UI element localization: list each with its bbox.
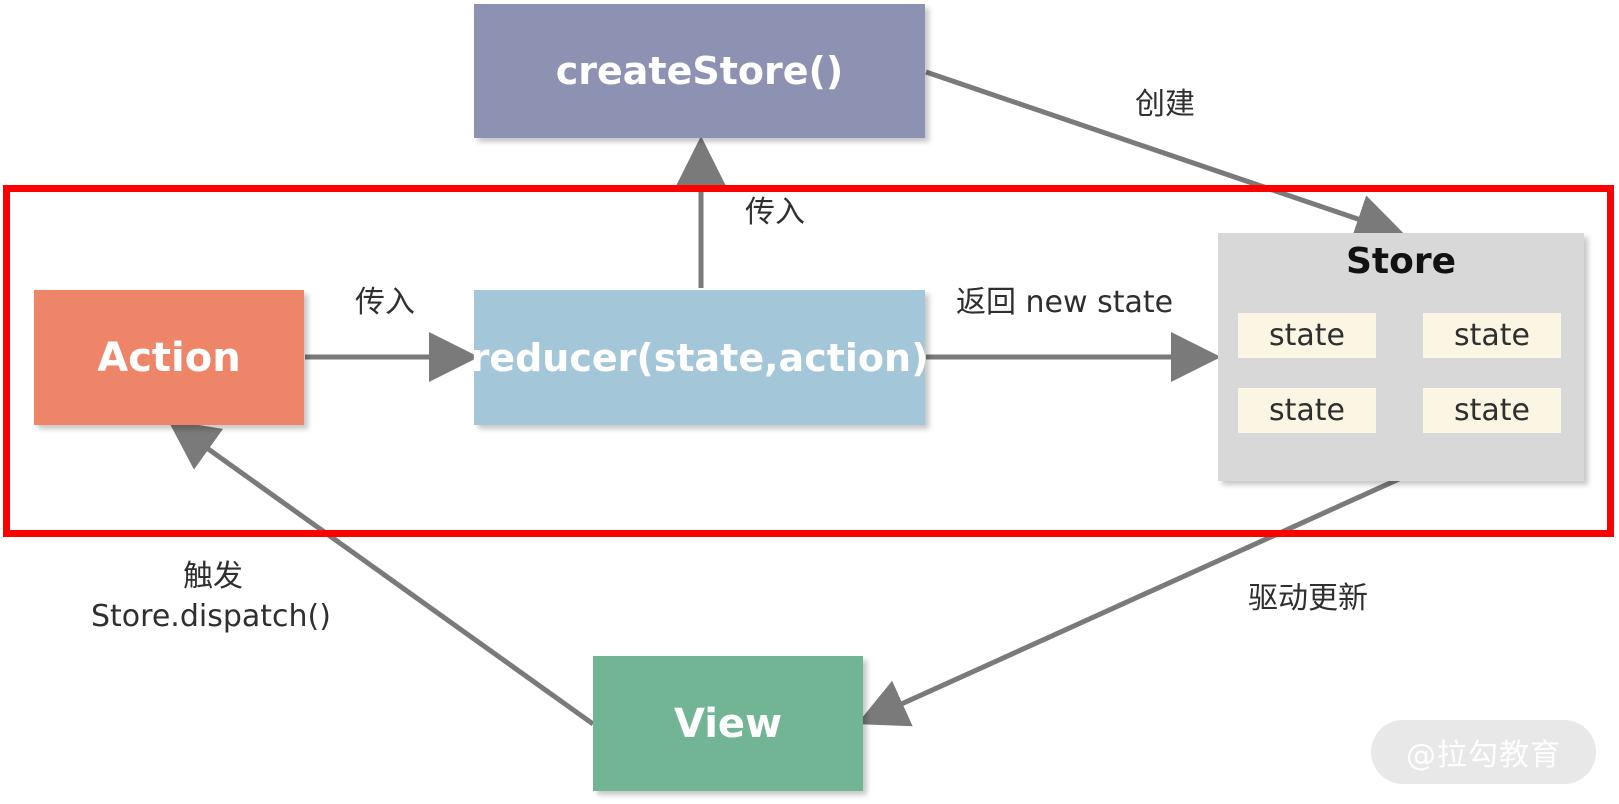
state-cell: state (1423, 313, 1561, 358)
pass-right-edge-label: 传入 (355, 285, 415, 320)
trigger-edge-label-line1: 触发 (183, 559, 243, 594)
trigger-edge-label-line2: Store.dispatch() (91, 599, 331, 634)
return-edge-label: 返回 new state (956, 285, 1174, 320)
state-cell: state (1238, 388, 1376, 433)
create-store-node: createStore() (474, 4, 925, 138)
create-store-label: createStore() (555, 49, 844, 93)
create-edge-label: 创建 (1135, 87, 1195, 122)
watermark: @拉勾教育 (1371, 720, 1596, 784)
drive-edge-label: 驱动更新 (1248, 581, 1368, 616)
reducer-node: reducer(state,action) (471, 290, 928, 425)
action-label: Action (97, 334, 241, 381)
store-node: Store state state state state (1218, 233, 1584, 481)
view-label: View (673, 700, 783, 747)
store-title: Store (1345, 241, 1457, 282)
view-to-action-arrow (167, 420, 595, 727)
pass-up-edge-label: 传入 (745, 195, 805, 230)
view-node: View (593, 656, 863, 791)
store-to-view-arrow (856, 476, 1401, 727)
create-arrow (925, 69, 1406, 243)
action-node: Action (34, 290, 304, 425)
reducer-label: reducer(state,action) (470, 335, 929, 380)
state-cell: state (1423, 388, 1561, 433)
highlight-frame (3, 185, 1614, 537)
state-cell: state (1238, 313, 1376, 358)
